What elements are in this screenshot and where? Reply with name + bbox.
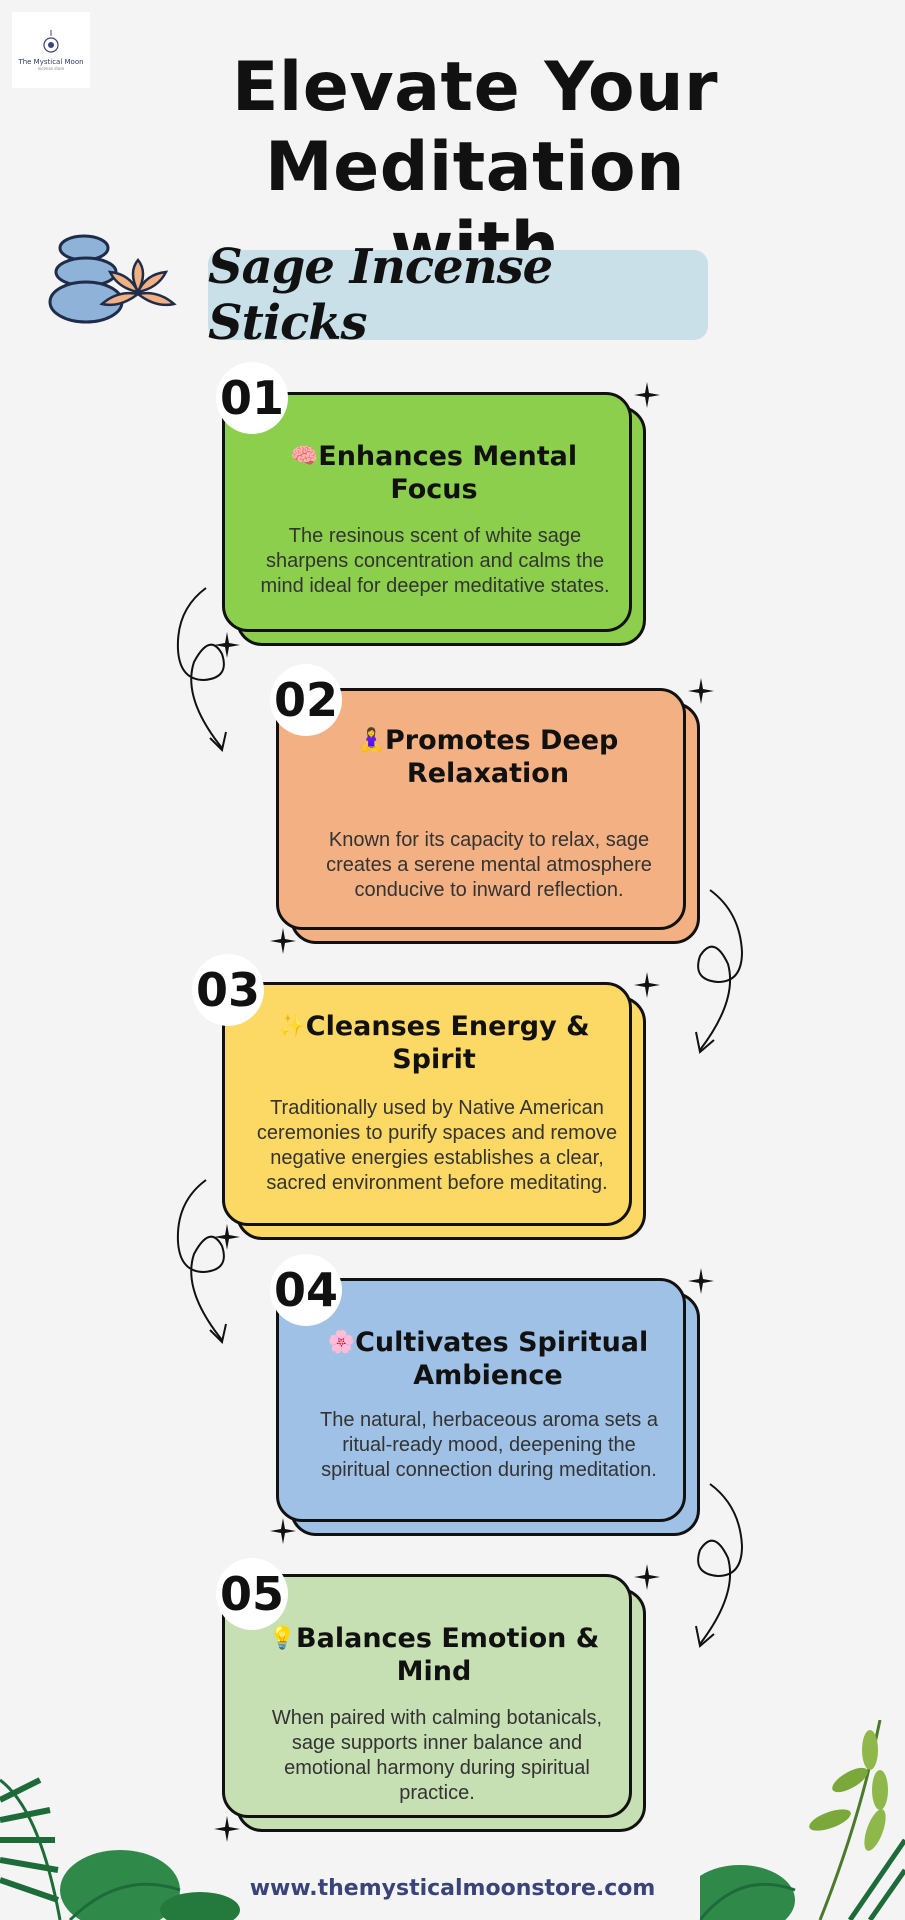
sparkle-star-icon <box>270 928 296 954</box>
card-heading: 🧠Enhances Mental Focus <box>290 441 578 505</box>
moon-icon <box>43 30 59 53</box>
benefit-card-3: ✨Cleanses Energy & Spirit Traditionally … <box>222 982 646 1240</box>
card-heading: 💡Balances Emotion & Mind <box>268 1623 600 1687</box>
sparkle-star-icon <box>634 972 660 998</box>
sparkle-icon: ✨ <box>278 1014 306 1039</box>
card-heading: ✨Cleanses Energy & Spirit <box>278 1011 590 1075</box>
benefit-card-2: 🧘‍♀️Promotes Deep Relaxation Known for i… <box>276 688 700 944</box>
logo-text: The Mystical Moon <box>18 58 84 66</box>
sparkle-star-icon <box>214 1224 240 1250</box>
sparkle-star-icon <box>214 1816 240 1842</box>
sparkle-star-icon <box>214 632 240 658</box>
benefit-card-5: 💡Balances Emotion & Mind When paired wit… <box>222 1574 646 1832</box>
step-number-3: 03 <box>192 954 264 1026</box>
curly-arrow-icon <box>695 889 744 1054</box>
palm-leaf-left-icon <box>0 1777 240 1920</box>
sparkle-star-icon <box>688 678 714 704</box>
step-number-4: 04 <box>270 1254 342 1326</box>
card-text: The natural, herbaceous aroma sets a rit… <box>320 1409 658 1481</box>
zen-stones-lotus-icon <box>48 234 177 324</box>
brand-logo: The Mystical Moon incense store <box>12 12 90 88</box>
cherry-blossom-icon: 🌸 <box>327 1330 356 1355</box>
subtitle-banner: Sage Incense Sticks <box>208 239 708 351</box>
curly-arrow-icon <box>695 1483 744 1648</box>
fern-leaf-right-icon <box>700 1720 905 1920</box>
banner-text: Sage Incense Sticks <box>208 239 553 351</box>
brain-icon: 🧠 <box>290 444 319 469</box>
benefit-card-1: 🧠Enhances Mental Focus The resinous scen… <box>222 392 646 646</box>
step-number-1: 01 <box>216 362 288 434</box>
benefit-card-4: 🌸Cultivates Spiritual Ambience The natur… <box>276 1278 700 1536</box>
card-heading: 🌸Cultivates Spiritual Ambience <box>327 1327 649 1391</box>
sparkle-star-icon <box>270 1518 296 1544</box>
card-text: The resinous scent of white sage sharpen… <box>260 525 610 597</box>
card-text: Known for its capacity to relax, sage cr… <box>326 829 652 901</box>
step-number-2: 02 <box>270 664 342 736</box>
sparkle-star-icon <box>634 382 660 408</box>
meditating-woman-icon: 🧘‍♀️ <box>357 728 385 753</box>
card-text: Traditionally used by Native American ce… <box>256 1097 618 1194</box>
step-number-5: 05 <box>216 1558 288 1630</box>
card-text: When paired with calming botanicals, sag… <box>271 1707 603 1804</box>
lightbulb-icon: 💡 <box>268 1626 297 1651</box>
website-link[interactable]: www.themysticalmoonstore.com <box>249 1876 656 1901</box>
curly-arrow-icon <box>176 1179 227 1344</box>
card-heading: 🧘‍♀️Promotes Deep Relaxation <box>357 725 619 789</box>
sparkle-star-icon <box>688 1268 714 1294</box>
sparkle-star-icon <box>634 1564 660 1590</box>
curly-arrow-icon <box>176 587 227 752</box>
logo-subtext: incense store <box>37 66 65 71</box>
